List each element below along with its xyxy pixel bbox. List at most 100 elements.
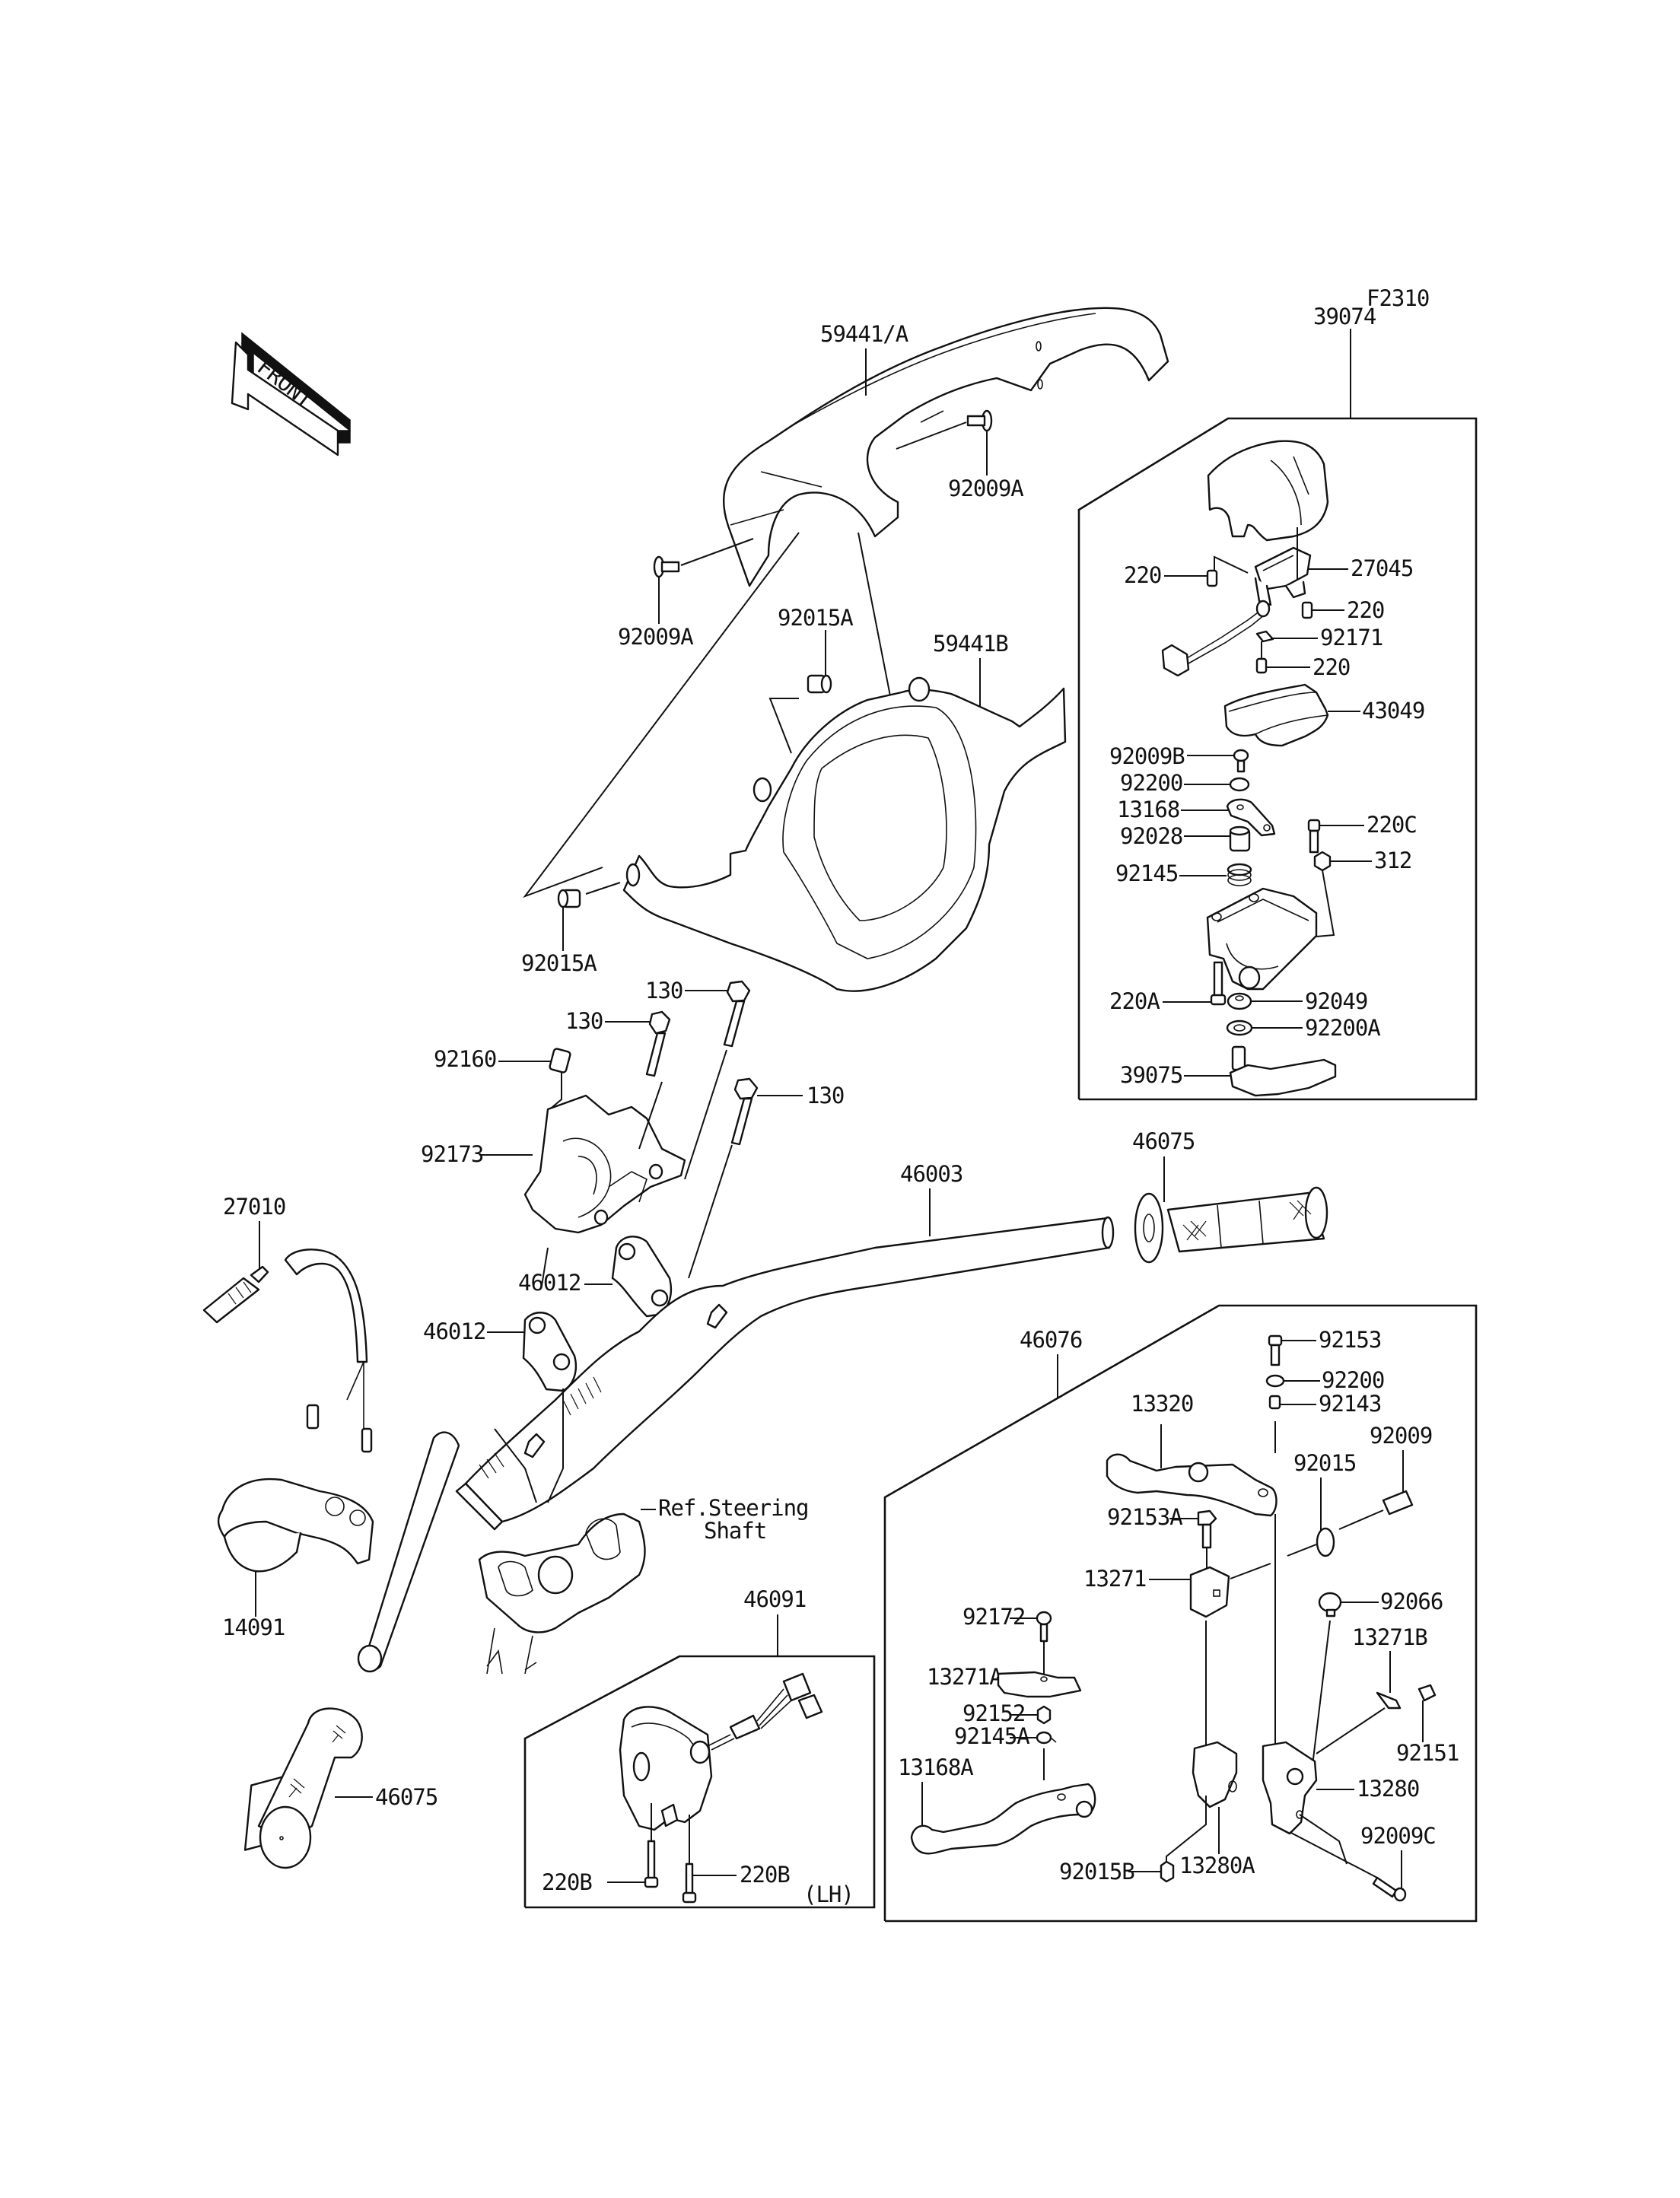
label-130-top: 130 bbox=[645, 978, 682, 1004]
screw-92009b[interactable] bbox=[1233, 749, 1249, 773]
bolt-130-top[interactable] bbox=[723, 980, 751, 1048]
collar-92015a-top[interactable] bbox=[807, 674, 832, 694]
cover-43049[interactable] bbox=[1223, 683, 1329, 747]
label-46091: 46091 bbox=[743, 1586, 806, 1612]
cover-14091[interactable] bbox=[217, 1478, 374, 1573]
screw-220a[interactable] bbox=[1210, 961, 1227, 1006]
bracket-13271[interactable] bbox=[1189, 1563, 1271, 1618]
collar-92160[interactable] bbox=[549, 1048, 571, 1074]
label-92009a-top: 92009A bbox=[948, 476, 1023, 501]
grip-46075-right[interactable] bbox=[1134, 1186, 1328, 1264]
screw-92009a-top[interactable] bbox=[896, 409, 993, 450]
screw-220-c[interactable] bbox=[1255, 657, 1268, 674]
clip-92171[interactable] bbox=[1255, 630, 1274, 643]
throttle-lower-housing[interactable] bbox=[1206, 887, 1318, 991]
adjuster-92015[interactable] bbox=[1287, 1527, 1335, 1557]
collar-92049[interactable] bbox=[1227, 992, 1252, 1010]
grip-46075-left[interactable] bbox=[229, 1707, 363, 1869]
steering-shaft-clamp bbox=[478, 1513, 646, 1675]
bushing-92028[interactable] bbox=[1229, 825, 1251, 852]
plate-13271a[interactable] bbox=[997, 1671, 1082, 1698]
bolt-130-mid[interactable] bbox=[645, 1010, 671, 1077]
bolt-92151[interactable] bbox=[1418, 1684, 1437, 1702]
bolt-92153[interactable] bbox=[1268, 1334, 1283, 1366]
screw-92009[interactable] bbox=[1338, 1490, 1414, 1530]
label-46012-upper: 46012 bbox=[518, 1270, 581, 1296]
nut-92152[interactable] bbox=[1036, 1705, 1052, 1725]
label-220-c: 220 bbox=[1312, 654, 1350, 680]
label-220b-left: 220B bbox=[542, 1869, 592, 1895]
holder-46012-lower[interactable] bbox=[522, 1312, 578, 1392]
holder-13280[interactable] bbox=[1262, 1741, 1318, 1835]
label-13271b: 13271B bbox=[1352, 1624, 1427, 1650]
screw-92009a-left[interactable] bbox=[653, 538, 754, 578]
label-92049: 92049 bbox=[1305, 988, 1367, 1014]
label-13168: 13168 bbox=[1117, 797, 1179, 822]
handlebar-end-tube bbox=[363, 1431, 460, 1672]
figure-id-label: F2310 bbox=[1367, 285, 1429, 311]
washer-92200-lever[interactable] bbox=[1265, 1374, 1285, 1388]
screw-220-b[interactable] bbox=[1301, 601, 1313, 619]
label-27045: 27045 bbox=[1351, 555, 1413, 581]
lever-39075[interactable] bbox=[1229, 1045, 1337, 1097]
ref-note-line1: Ref.Steering bbox=[658, 1495, 809, 1521]
bolt-92153a[interactable] bbox=[1197, 1509, 1217, 1549]
label-39074: 39074 bbox=[1313, 304, 1376, 329]
throttle-upper-housing[interactable] bbox=[1207, 440, 1329, 542]
spring-92145[interactable] bbox=[1227, 863, 1252, 886]
label-46075-right: 46075 bbox=[1132, 1128, 1195, 1154]
ref-note-line2: Shaft bbox=[704, 1518, 766, 1544]
handlebar-cover-lower[interactable] bbox=[622, 676, 1067, 992]
switch-27045[interactable] bbox=[1254, 546, 1312, 606]
bolt-220c[interactable] bbox=[1307, 819, 1321, 854]
nut-92015b[interactable] bbox=[1160, 1860, 1175, 1883]
screw-220b-left[interactable] bbox=[644, 1840, 659, 1888]
bolt-130-right[interactable] bbox=[730, 1077, 759, 1146]
screw-92172[interactable] bbox=[1036, 1611, 1052, 1643]
washer-92200a[interactable] bbox=[1226, 1019, 1253, 1036]
label-220-a: 220 bbox=[1124, 562, 1161, 588]
label-92145a: 92145A bbox=[954, 1723, 1029, 1749]
label-92171: 92171 bbox=[1320, 625, 1382, 650]
label-92015b: 92015B bbox=[1059, 1859, 1134, 1885]
washer-92200[interactable] bbox=[1229, 777, 1250, 792]
cap-92066[interactable] bbox=[1318, 1592, 1342, 1617]
switch-27010[interactable] bbox=[202, 1249, 373, 1453]
label-92009a-left: 92009A bbox=[618, 624, 693, 650]
label-13280a: 13280A bbox=[1179, 1853, 1255, 1878]
bracket-92173[interactable] bbox=[523, 1094, 686, 1234]
clamp-13280a[interactable] bbox=[1192, 1741, 1238, 1808]
screw-92009c[interactable] bbox=[1372, 1876, 1407, 1902]
lever-13320[interactable] bbox=[1106, 1453, 1278, 1517]
handlebar-46003[interactable] bbox=[455, 1216, 1115, 1531]
holder-46012-upper[interactable] bbox=[611, 1236, 673, 1318]
screw-220b-right[interactable] bbox=[682, 1862, 697, 1904]
label-46012-lower: 46012 bbox=[423, 1318, 485, 1344]
label-39075: 39075 bbox=[1120, 1062, 1182, 1088]
label-220a: 220A bbox=[1109, 988, 1160, 1014]
handlebar-cover-upper[interactable] bbox=[722, 307, 1169, 587]
label-92200: 92200 bbox=[1120, 770, 1182, 796]
nut-312[interactable] bbox=[1313, 851, 1332, 872]
collar-92015a-bottom[interactable] bbox=[557, 882, 621, 908]
label-92153a: 92153A bbox=[1107, 1504, 1182, 1530]
label-92009b: 92009B bbox=[1109, 743, 1185, 769]
label-92160: 92160 bbox=[434, 1046, 496, 1072]
label-92015a-bottom: 92015A bbox=[521, 950, 597, 976]
label-92153: 92153 bbox=[1319, 1327, 1381, 1353]
spring-92145a[interactable] bbox=[1036, 1731, 1057, 1745]
brake-lever-frame bbox=[883, 1304, 1478, 1923]
label-92173: 92173 bbox=[421, 1141, 483, 1167]
label-312: 312 bbox=[1374, 848, 1411, 873]
arm-13168[interactable] bbox=[1226, 798, 1276, 837]
collar-92143[interactable] bbox=[1268, 1395, 1281, 1410]
label-13271: 13271 bbox=[1083, 1566, 1146, 1592]
screw-220-a[interactable] bbox=[1206, 569, 1218, 587]
label-46075-left: 46075 bbox=[375, 1784, 438, 1810]
clip-13271b[interactable] bbox=[1316, 1691, 1402, 1754]
label-130-right: 130 bbox=[807, 1083, 844, 1109]
lh-switch-46091[interactable] bbox=[619, 1672, 823, 1831]
lever-13168a[interactable] bbox=[910, 1783, 1096, 1855]
label-220-b: 220 bbox=[1347, 597, 1384, 623]
label-92015a-top: 92015A bbox=[778, 605, 853, 631]
